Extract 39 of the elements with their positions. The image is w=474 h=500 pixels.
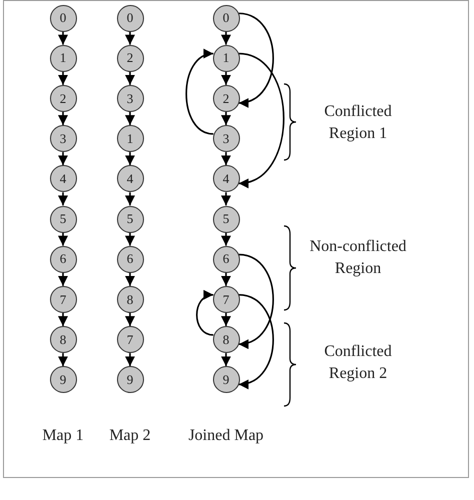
column-label: Map 2 (108, 426, 152, 446)
arrow (221, 192, 231, 206)
arrow (58, 72, 68, 85)
arrow (125, 112, 135, 126)
arrow (58, 312, 68, 326)
arrow (221, 32, 231, 45)
arrow (125, 72, 135, 85)
arrow (186, 50, 214, 135)
arrow (58, 32, 68, 45)
arrow (238, 12, 274, 106)
arrow (125, 312, 135, 326)
arrow (125, 272, 135, 286)
arrow (125, 192, 135, 206)
arrow (221, 72, 231, 85)
arrow (125, 152, 135, 166)
arrow (58, 232, 68, 246)
arrow (58, 192, 68, 206)
column-label: Map 1 (41, 426, 85, 446)
arrow (238, 52, 284, 186)
arrow (221, 353, 231, 366)
arrow (58, 152, 68, 166)
arrow (221, 232, 231, 246)
arrow (221, 112, 231, 126)
arrow (238, 294, 274, 388)
region-label: Conflicted Region 2 (323, 342, 393, 384)
arrow (196, 291, 214, 336)
arrow (125, 232, 135, 246)
arrow (58, 353, 68, 366)
arrow (125, 32, 135, 45)
arrow (221, 272, 231, 286)
arrow (238, 254, 274, 348)
arrow (58, 272, 68, 286)
column-label: Joined Map (187, 426, 265, 446)
region-label: Non-conflicted Region (308, 237, 408, 279)
arrow (221, 312, 231, 326)
arrow (125, 353, 135, 366)
arrow (58, 112, 68, 126)
region-label: Conflicted Region 1 (323, 102, 393, 144)
arrow (221, 152, 231, 166)
